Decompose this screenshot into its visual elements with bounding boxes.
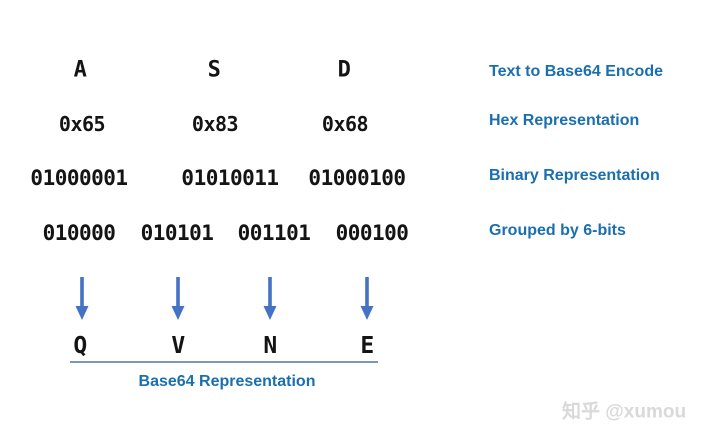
- down-arrow-icon: [75, 277, 89, 320]
- down-arrow-icon: [171, 277, 185, 320]
- base64-char: N: [263, 333, 277, 359]
- base64-representation-label: Base64 Representation: [138, 373, 316, 390]
- source-char: D: [337, 57, 351, 83]
- zhihu-watermark: 知乎 @xumou: [562, 401, 687, 423]
- base64-char: Q: [73, 333, 87, 359]
- base64-char: E: [360, 333, 374, 359]
- six-bit-group: 010000: [42, 221, 116, 245]
- six-bit-group: 010101: [140, 221, 214, 245]
- hex-value: 0x65: [58, 112, 106, 136]
- base64-underline: [70, 361, 378, 363]
- label-grouped-by-6-bits: Grouped by 6-bits: [489, 222, 626, 239]
- base64-char: V: [171, 333, 185, 359]
- binary-octet: 01010011: [181, 166, 279, 190]
- label-binary-representation: Binary Representation: [489, 167, 660, 184]
- label-hex-representation: Hex Representation: [489, 112, 640, 129]
- hex-value: 0x68: [321, 112, 369, 136]
- source-char: S: [207, 57, 221, 83]
- down-arrow-icon: [360, 277, 374, 320]
- binary-octet: 01000001: [30, 166, 128, 190]
- six-bit-group: 001101: [237, 221, 311, 245]
- label-text-to-base64-encode: Text to Base64 Encode: [489, 63, 663, 80]
- six-bit-group: 000100: [335, 221, 409, 245]
- source-char: A: [73, 57, 87, 83]
- binary-octet: 01000100: [308, 166, 406, 190]
- down-arrow-icon: [263, 277, 277, 320]
- hex-value: 0x83: [191, 112, 239, 136]
